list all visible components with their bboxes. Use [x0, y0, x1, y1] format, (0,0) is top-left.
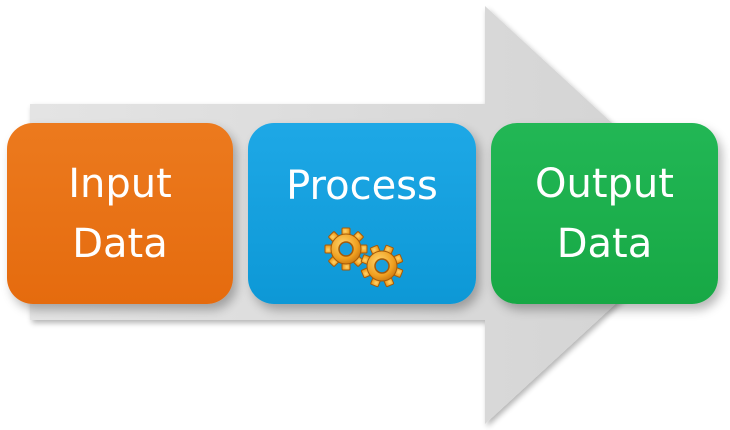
step-output-data: Output Data	[491, 123, 718, 304]
gear-right	[360, 244, 404, 288]
step-input-line2: Data	[72, 220, 168, 267]
step-output-line1: Output	[535, 160, 674, 207]
step-output-line2: Data	[556, 220, 653, 267]
step-process: Process	[248, 123, 476, 304]
step-input-line1: Input	[68, 160, 172, 207]
step-input-data: Input Data	[7, 123, 233, 304]
gear-left	[324, 227, 368, 271]
step-process-label: Process	[286, 163, 438, 209]
gears-icon	[324, 227, 404, 288]
